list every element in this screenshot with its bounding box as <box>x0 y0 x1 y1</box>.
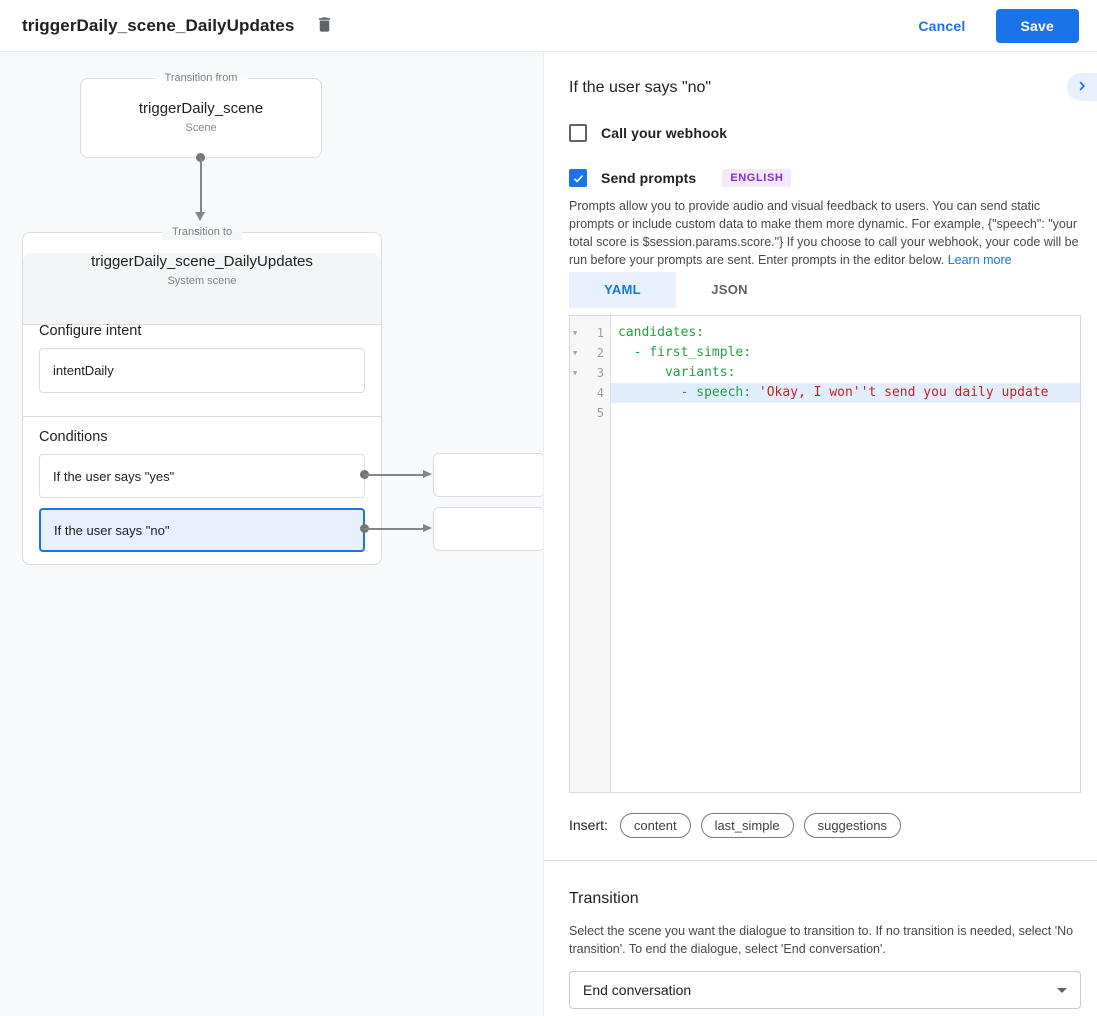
detail-panel: If the user says "no" Call your webhook … <box>543 52 1097 1016</box>
panel-title: If the user says "no" <box>569 79 712 96</box>
gutter-line: 5 <box>570 403 610 423</box>
insert-label: Insert: <box>569 817 608 833</box>
insert-chips: content last_simple suggestions <box>619 812 901 838</box>
line-number: 3 <box>596 366 604 380</box>
fold-arrow-icon[interactable]: ▼ <box>573 349 578 357</box>
prompts-description: Prompts allow you to provide audio and v… <box>569 197 1080 269</box>
checkbox-unchecked-icon[interactable] <box>569 124 587 142</box>
transition-select-value: End conversation <box>583 982 692 998</box>
transition-select[interactable]: End conversation <box>569 971 1081 1009</box>
code-line[interactable] <box>611 403 1080 423</box>
insert-row: Insert: content last_simple suggestions <box>569 812 1080 838</box>
tab-json[interactable]: JSON <box>711 282 748 297</box>
cancel-button[interactable]: Cancel <box>918 17 966 34</box>
arrow-right-icon <box>423 524 432 532</box>
code-token: variants: <box>618 365 736 380</box>
from-scene-type: Scene <box>185 122 217 134</box>
line-number: 1 <box>596 326 604 340</box>
condition-target-node[interactable] <box>433 507 543 551</box>
configure-intent-label: Configure intent <box>39 323 142 339</box>
gutter-line: ▼1 <box>570 323 610 343</box>
collapse-panel-button[interactable] <box>1067 73 1097 101</box>
insert-chip-suggestions[interactable]: suggestions <box>803 812 901 838</box>
trash-icon <box>315 14 334 38</box>
gutter-line: 4 <box>570 383 610 403</box>
send-prompts-checkbox-row[interactable]: Send prompts ENGLISH <box>569 168 1080 188</box>
transition-from-legend: Transition from <box>154 71 248 86</box>
condition-item[interactable]: If the user says "no" <box>39 508 365 552</box>
to-scene-name: triggerDaily_scene_DailyUpdates <box>91 253 313 270</box>
top-bar: triggerDaily_scene_DailyUpdates Cancel S… <box>0 0 1097 52</box>
prompts-description-text: Prompts allow you to provide audio and v… <box>569 199 1079 267</box>
delete-button[interactable] <box>310 12 338 40</box>
connector-line <box>200 158 202 213</box>
language-badge: ENGLISH <box>722 169 792 187</box>
save-button[interactable]: Save <box>995 8 1079 43</box>
editor-code[interactable]: candidates: - first_simple: variants: - … <box>611 316 1080 792</box>
webhook-checkbox-label: Call your webhook <box>601 125 728 141</box>
connector-dot <box>196 153 205 162</box>
conditions-label: Conditions <box>39 429 108 445</box>
code-line[interactable]: candidates: <box>611 323 1080 343</box>
checkbox-checked-icon[interactable] <box>569 169 587 187</box>
line-number: 4 <box>596 386 604 400</box>
arrow-right-icon <box>423 470 432 478</box>
transition-to-legend: Transition to <box>161 225 243 240</box>
scene-diagram-canvas: Transition from triggerDaily_scene Scene… <box>0 52 543 1016</box>
dropdown-caret-icon <box>1057 987 1067 993</box>
transition-to-node: Transition to triggerDaily_scene_DailyUp… <box>22 225 382 565</box>
condition-item[interactable]: If the user says "yes" <box>39 454 365 498</box>
webhook-checkbox-row[interactable]: Call your webhook <box>569 123 1080 143</box>
line-number: 2 <box>596 346 604 360</box>
intent-field[interactable]: intentDaily <box>39 348 365 393</box>
node-divider <box>23 416 381 417</box>
line-number: 5 <box>596 406 604 420</box>
insert-chip-last_simple[interactable]: last_simple <box>700 812 794 838</box>
gutter-line: ▼3 <box>570 363 610 383</box>
section-divider <box>544 860 1097 861</box>
fold-arrow-icon[interactable]: ▼ <box>573 329 578 337</box>
condition-arrow-line <box>364 528 424 530</box>
tab-yaml[interactable]: YAML <box>569 272 676 308</box>
code-line[interactable]: variants: <box>611 363 1080 383</box>
fold-arrow-icon[interactable]: ▼ <box>573 369 578 377</box>
editor-tabs: YAML JSON <box>569 272 1080 308</box>
code-line[interactable]: - speech: 'Okay, I won''t send you daily… <box>611 383 1080 403</box>
learn-more-link[interactable]: Learn more <box>947 253 1012 267</box>
code-token: - speech: <box>618 385 759 400</box>
gutter-line: ▼2 <box>570 343 610 363</box>
code-token: candidates: <box>618 325 705 340</box>
chevron-right-icon <box>1076 80 1088 95</box>
conditions-list: If the user says "yes" If the user says "… <box>39 454 365 552</box>
send-prompts-label: Send prompts <box>601 170 697 186</box>
arrow-down-icon <box>195 212 205 221</box>
transition-description: Select the scene you want the dialogue t… <box>569 924 1074 956</box>
page-title: triggerDaily_scene_DailyUpdates <box>22 15 295 35</box>
code-token: - first_simple: <box>618 345 752 360</box>
transition-title: Transition <box>569 890 639 907</box>
code-line[interactable]: - first_simple: <box>611 343 1080 363</box>
transition-to-header: triggerDaily_scene_DailyUpdates System s… <box>23 253 381 325</box>
to-scene-type: System scene <box>167 275 237 287</box>
condition-target-node[interactable] <box>433 453 543 497</box>
from-scene-name: triggerDaily_scene <box>138 100 264 117</box>
insert-chip-content[interactable]: content <box>619 812 691 838</box>
condition-arrow-line <box>364 474 424 476</box>
transition-from-node[interactable]: Transition from triggerDaily_scene Scene <box>80 71 322 158</box>
code-token: 'Okay, I won''t send you daily update <box>758 385 1049 400</box>
